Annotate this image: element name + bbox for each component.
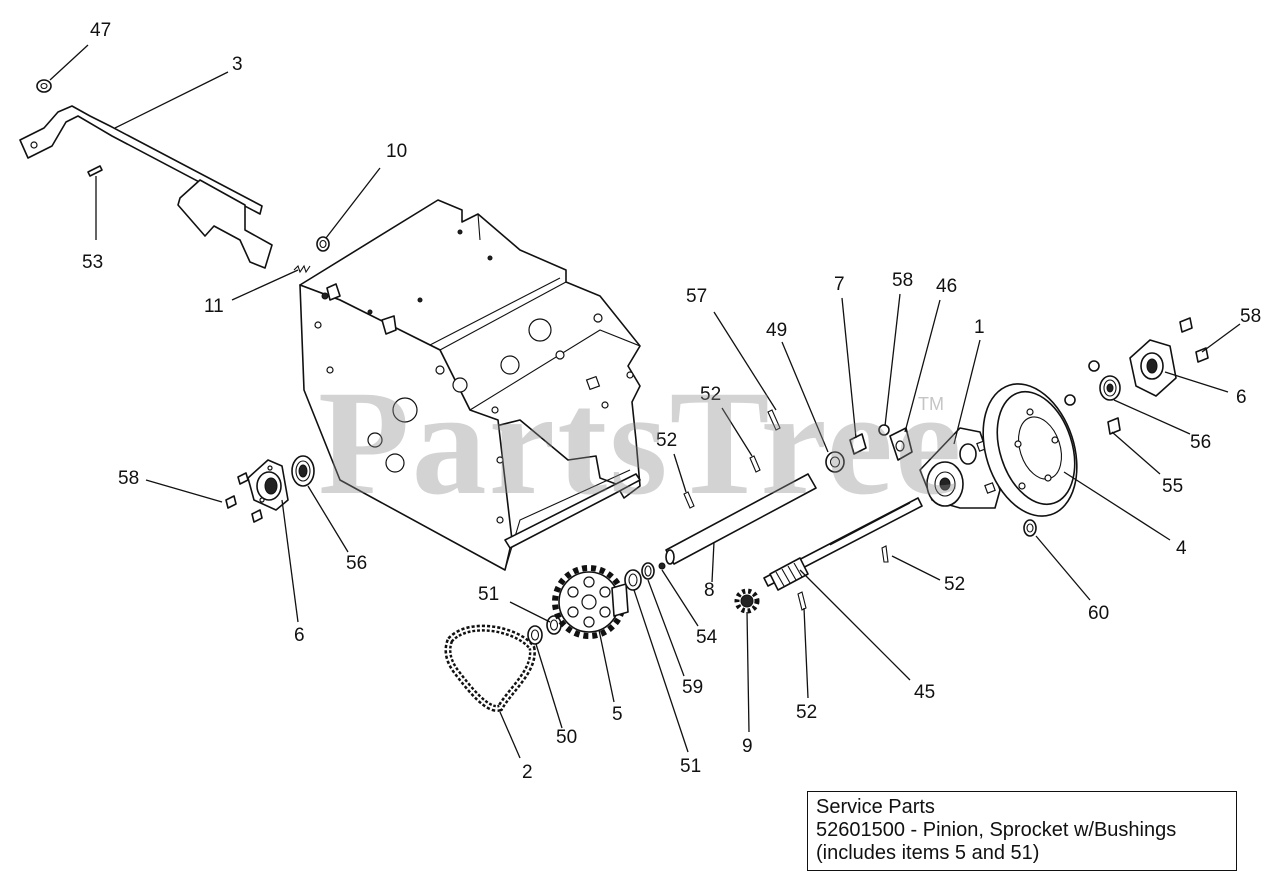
gear-housing-1 [919, 427, 1001, 509]
shift-lever [19, 105, 273, 269]
callout-50: 50 [556, 727, 577, 748]
bushing-10 [316, 236, 330, 252]
partstree-watermark: PartsTree [318, 360, 964, 526]
callout-47: 47 [90, 20, 111, 41]
service-parts-line-1: 52601500 - Pinion, Sprocket w/Bushings [816, 819, 1177, 841]
nut-47 [36, 79, 52, 93]
cotter-pin-52-b [683, 491, 695, 509]
bushing-49 [825, 451, 845, 473]
callout-labels: 47 3 10 53 11 57 7 58 46 49 1 58 6 52 52… [82, 20, 1261, 783]
cotter-pin-52-c [881, 545, 889, 563]
callout-51-bottom: 51 [680, 756, 701, 777]
washer-60 [1023, 519, 1037, 537]
bearing-flange-left [247, 459, 289, 511]
callout-56-right: 56 [1190, 432, 1211, 453]
bearing-flange-right [1129, 339, 1177, 397]
callout-58-center: 58 [892, 270, 913, 291]
frame-housing [299, 199, 641, 571]
bushing-50 [527, 625, 543, 645]
pulley-4 [982, 383, 1078, 517]
callout-3: 3 [232, 54, 243, 75]
pin-53 [87, 165, 103, 177]
bracket-46 [889, 427, 913, 461]
bearing-56-left [291, 455, 315, 487]
callout-52-a: 52 [700, 384, 721, 405]
nut-58-center [878, 424, 890, 436]
callout-54: 54 [696, 627, 718, 648]
callout-1: 1 [974, 317, 985, 338]
cotter-pin-52-d [797, 591, 807, 611]
callout-5: 5 [612, 704, 623, 725]
callout-60: 60 [1088, 603, 1109, 624]
callout-11: 11 [204, 296, 224, 317]
bushing-51-right [624, 569, 642, 591]
bearing-56-right [1099, 375, 1121, 401]
callout-4: 4 [1176, 538, 1187, 559]
service-parts-box: Service Parts 52601500 - Pinion, Sprocke… [807, 791, 1237, 871]
callout-6-right: 6 [1236, 387, 1247, 408]
bolt-55-c [1088, 360, 1100, 372]
spring-11 [293, 264, 311, 274]
chain-2 [444, 624, 536, 712]
callout-46: 46 [936, 276, 957, 297]
trademark-symbol: TM [918, 394, 944, 414]
callout-49: 49 [766, 320, 787, 341]
callout-45: 45 [914, 682, 935, 703]
callout-6-left: 6 [294, 625, 305, 646]
callout-58-left: 58 [118, 468, 139, 489]
callout-9: 9 [742, 736, 753, 757]
callout-57: 57 [686, 286, 707, 307]
callout-52-c: 52 [944, 574, 965, 595]
callout-56-left: 56 [346, 553, 367, 574]
shaft-45 [763, 497, 923, 591]
callout-53: 53 [82, 252, 103, 273]
callout-55: 55 [1162, 476, 1183, 497]
bolt-55-b [1107, 417, 1121, 435]
callout-10: 10 [386, 141, 407, 162]
bolts-58-left [225, 472, 263, 523]
callout-52-d: 52 [796, 702, 817, 723]
callout-8: 8 [704, 580, 715, 601]
service-parts-title: Service Parts [816, 796, 935, 818]
bolt-55-a [1064, 394, 1076, 406]
bushing-51-left [546, 615, 562, 635]
callout-58-right: 58 [1240, 306, 1261, 327]
service-parts-line-2: (includes items 5 and 51) [816, 842, 1040, 864]
bolts-58-right [1179, 317, 1209, 363]
callout-59: 59 [682, 677, 703, 698]
pin-54 [658, 562, 666, 570]
callout-2: 2 [522, 762, 533, 783]
bracket-7 [849, 433, 867, 455]
sprocket-5 [552, 565, 629, 639]
pin-57 [767, 409, 781, 431]
callout-51-top: 51 [478, 584, 499, 605]
tube-8 [665, 473, 817, 565]
cotter-pin-52-a [749, 455, 761, 473]
pinion-9 [734, 588, 760, 614]
callout-52-b: 52 [656, 430, 677, 451]
leader-lines [49, 44, 1241, 759]
callout-7: 7 [834, 274, 845, 295]
washer-59 [641, 562, 655, 580]
